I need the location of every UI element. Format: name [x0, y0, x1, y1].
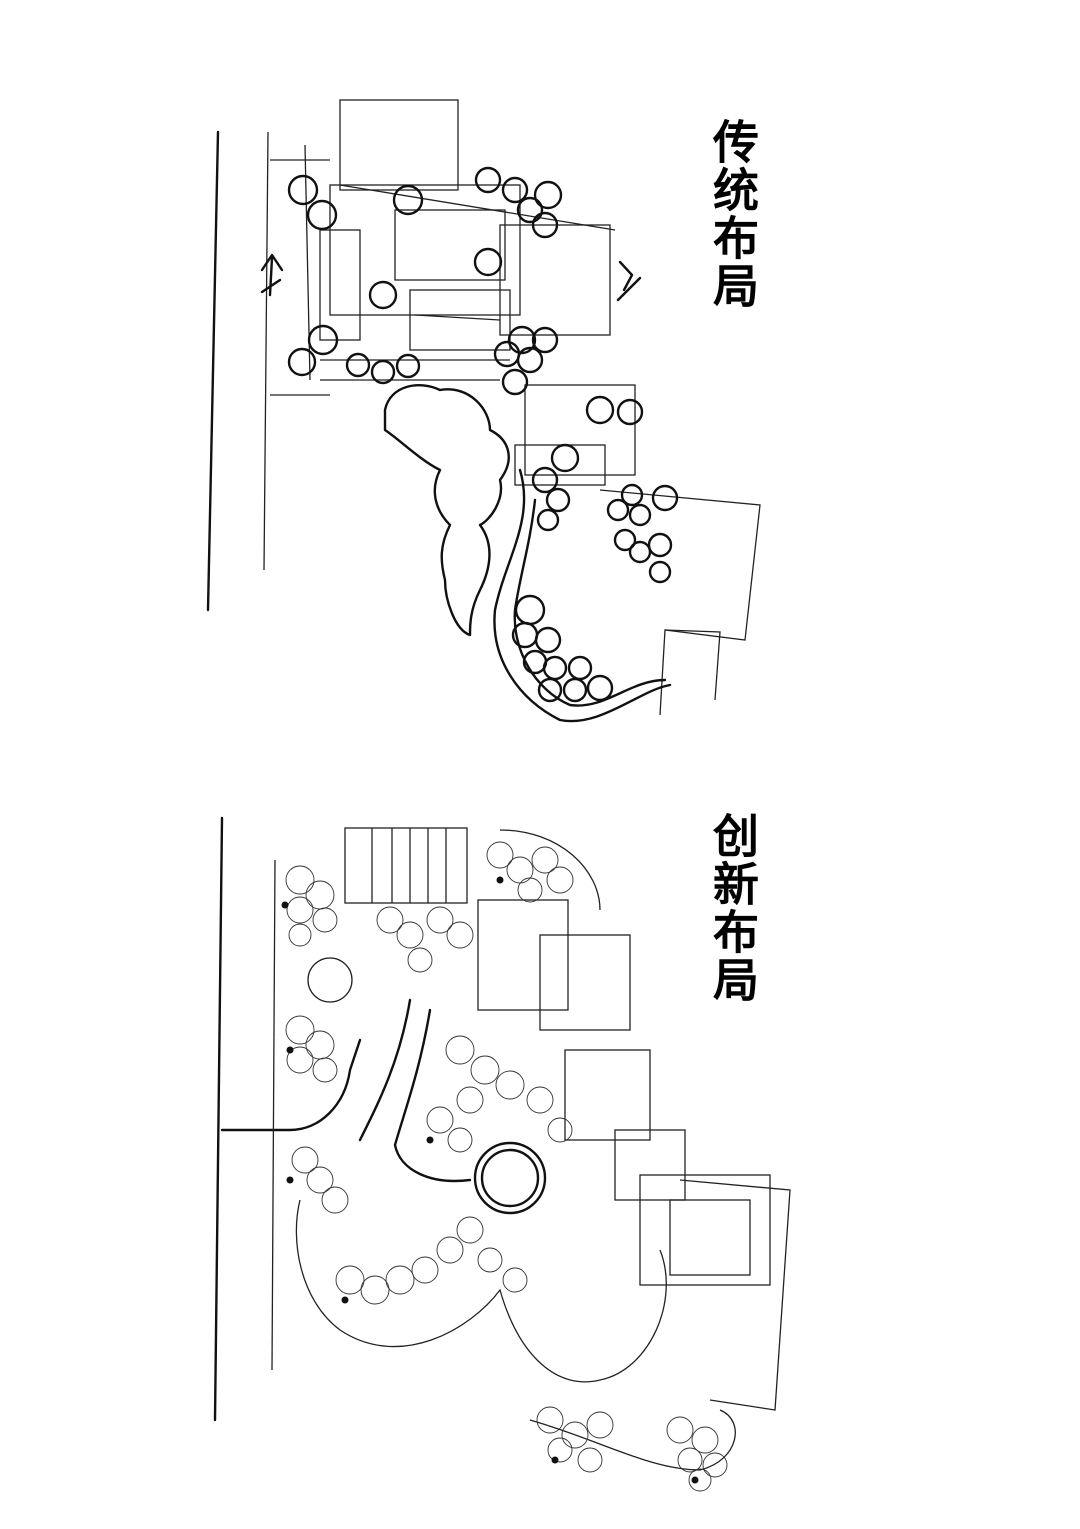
circular-plaza	[473, 1141, 547, 1215]
site-boundary	[599, 489, 761, 716]
shrub-mass	[383, 383, 510, 637]
road-edge-line	[213, 816, 224, 1422]
winding-path-inner	[393, 1008, 472, 1183]
entrance-arrow	[260, 253, 284, 297]
paving-stripes	[344, 827, 468, 904]
tree-clusters	[285, 841, 728, 1492]
lawn-outline	[295, 1199, 667, 1383]
road-edge-line	[206, 130, 220, 612]
winding-path-inner	[513, 498, 667, 707]
tree-trunk-dots	[281, 876, 699, 1484]
circular-plaza-inner	[480, 1148, 540, 1208]
side-street	[220, 1038, 362, 1132]
innovative-layout-title: 创新布局	[706, 812, 760, 1004]
road-inner-line	[271, 859, 276, 1371]
winding-path	[493, 468, 672, 723]
shrub-arc-bottom	[529, 1409, 736, 1471]
tree-circles	[287, 166, 679, 703]
shrub-arc	[499, 829, 601, 911]
building-outlines	[477, 899, 791, 1411]
fountain-circle	[307, 957, 353, 1003]
entrance-arrow-right	[616, 260, 642, 302]
winding-path	[358, 998, 412, 1142]
traditional-layout-title: 传统布局	[706, 118, 760, 310]
road-inner-line	[263, 131, 269, 571]
building-outlines	[270, 99, 636, 486]
